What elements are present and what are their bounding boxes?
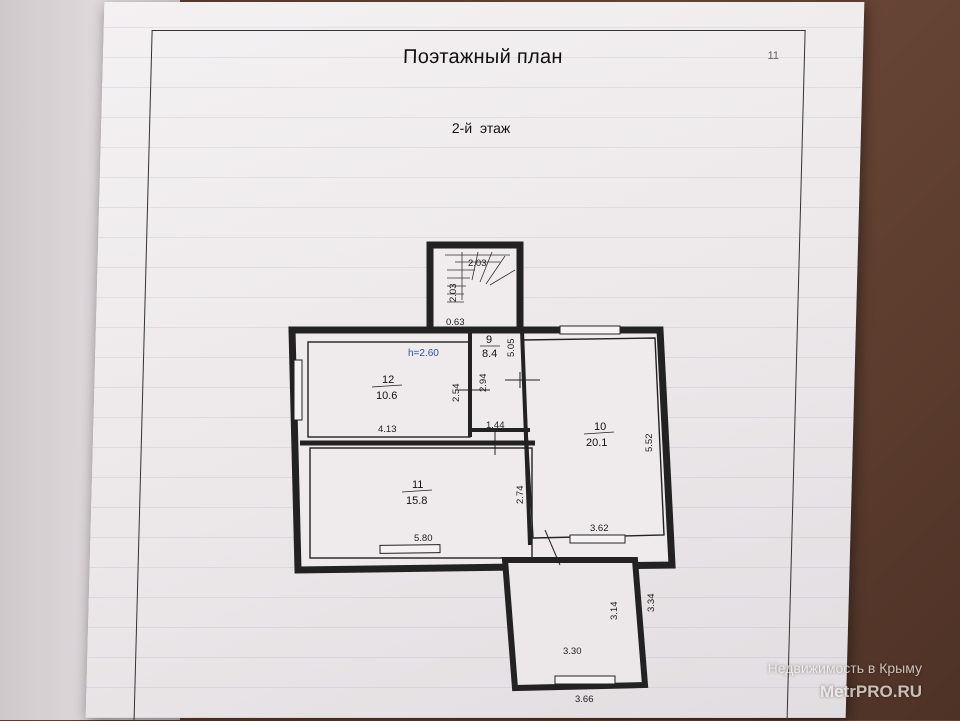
dim-balcony-width-inner: 3.30 xyxy=(563,646,582,657)
ceiling-height-label: h=2.60 xyxy=(408,348,439,359)
walls xyxy=(288,241,676,692)
room-10-number: 10 xyxy=(594,421,606,433)
site-watermark: Недвижимость в Крыму MetrPRO.RU xyxy=(768,660,922,702)
dim-balcony-width-outer: 3.66 xyxy=(575,694,594,705)
room-9-number: 9 xyxy=(486,334,492,346)
dim-corridor-height: 5.05 xyxy=(506,339,517,358)
dim-room12-side-a: 2.54 xyxy=(451,384,462,403)
dim-balcony-height-inner: 3.14 xyxy=(609,602,620,621)
room-10-area: 20.1 xyxy=(586,437,607,449)
room-11-number: 11 xyxy=(412,479,423,491)
dim-stair-width: 2.03 xyxy=(468,258,487,269)
watermark-line-2: MetrPRO.RU xyxy=(819,682,922,701)
dim-balcony-height-outer: 3.34 xyxy=(646,594,657,613)
room-12-area: 10.6 xyxy=(376,390,397,402)
dim-room12-side-b: 2.94 xyxy=(478,374,489,393)
room-12-number: 12 xyxy=(382,374,394,386)
room-labels: h=2.60 12 10.6 9 8.4 10 20.1 11 15.8 xyxy=(371,334,615,507)
dim-room11-width: 5.80 xyxy=(414,533,433,544)
door-marks xyxy=(455,372,561,566)
windows xyxy=(293,325,626,685)
dim-room11-height: 2.74 xyxy=(515,486,526,505)
dim-stair-height: 2.03 xyxy=(448,284,459,303)
dim-room10-width: 3.62 xyxy=(590,523,609,534)
dim-room10-height: 5.52 xyxy=(644,434,655,453)
dim-room12-width: 4.13 xyxy=(378,424,397,435)
staircase xyxy=(445,251,516,303)
dim-stair-gap: 0.63 xyxy=(446,317,465,328)
room-9-area: 8.4 xyxy=(482,348,497,360)
dim-corridor-width: 1.44 xyxy=(486,420,505,431)
watermark-line-1: Недвижимость в Крыму xyxy=(767,660,922,676)
dimension-labels: 2.03 2.03 0.63 5.05 2.54 2.94 4.13 1.44 … xyxy=(378,258,657,705)
room-11-area: 15.8 xyxy=(406,495,427,507)
